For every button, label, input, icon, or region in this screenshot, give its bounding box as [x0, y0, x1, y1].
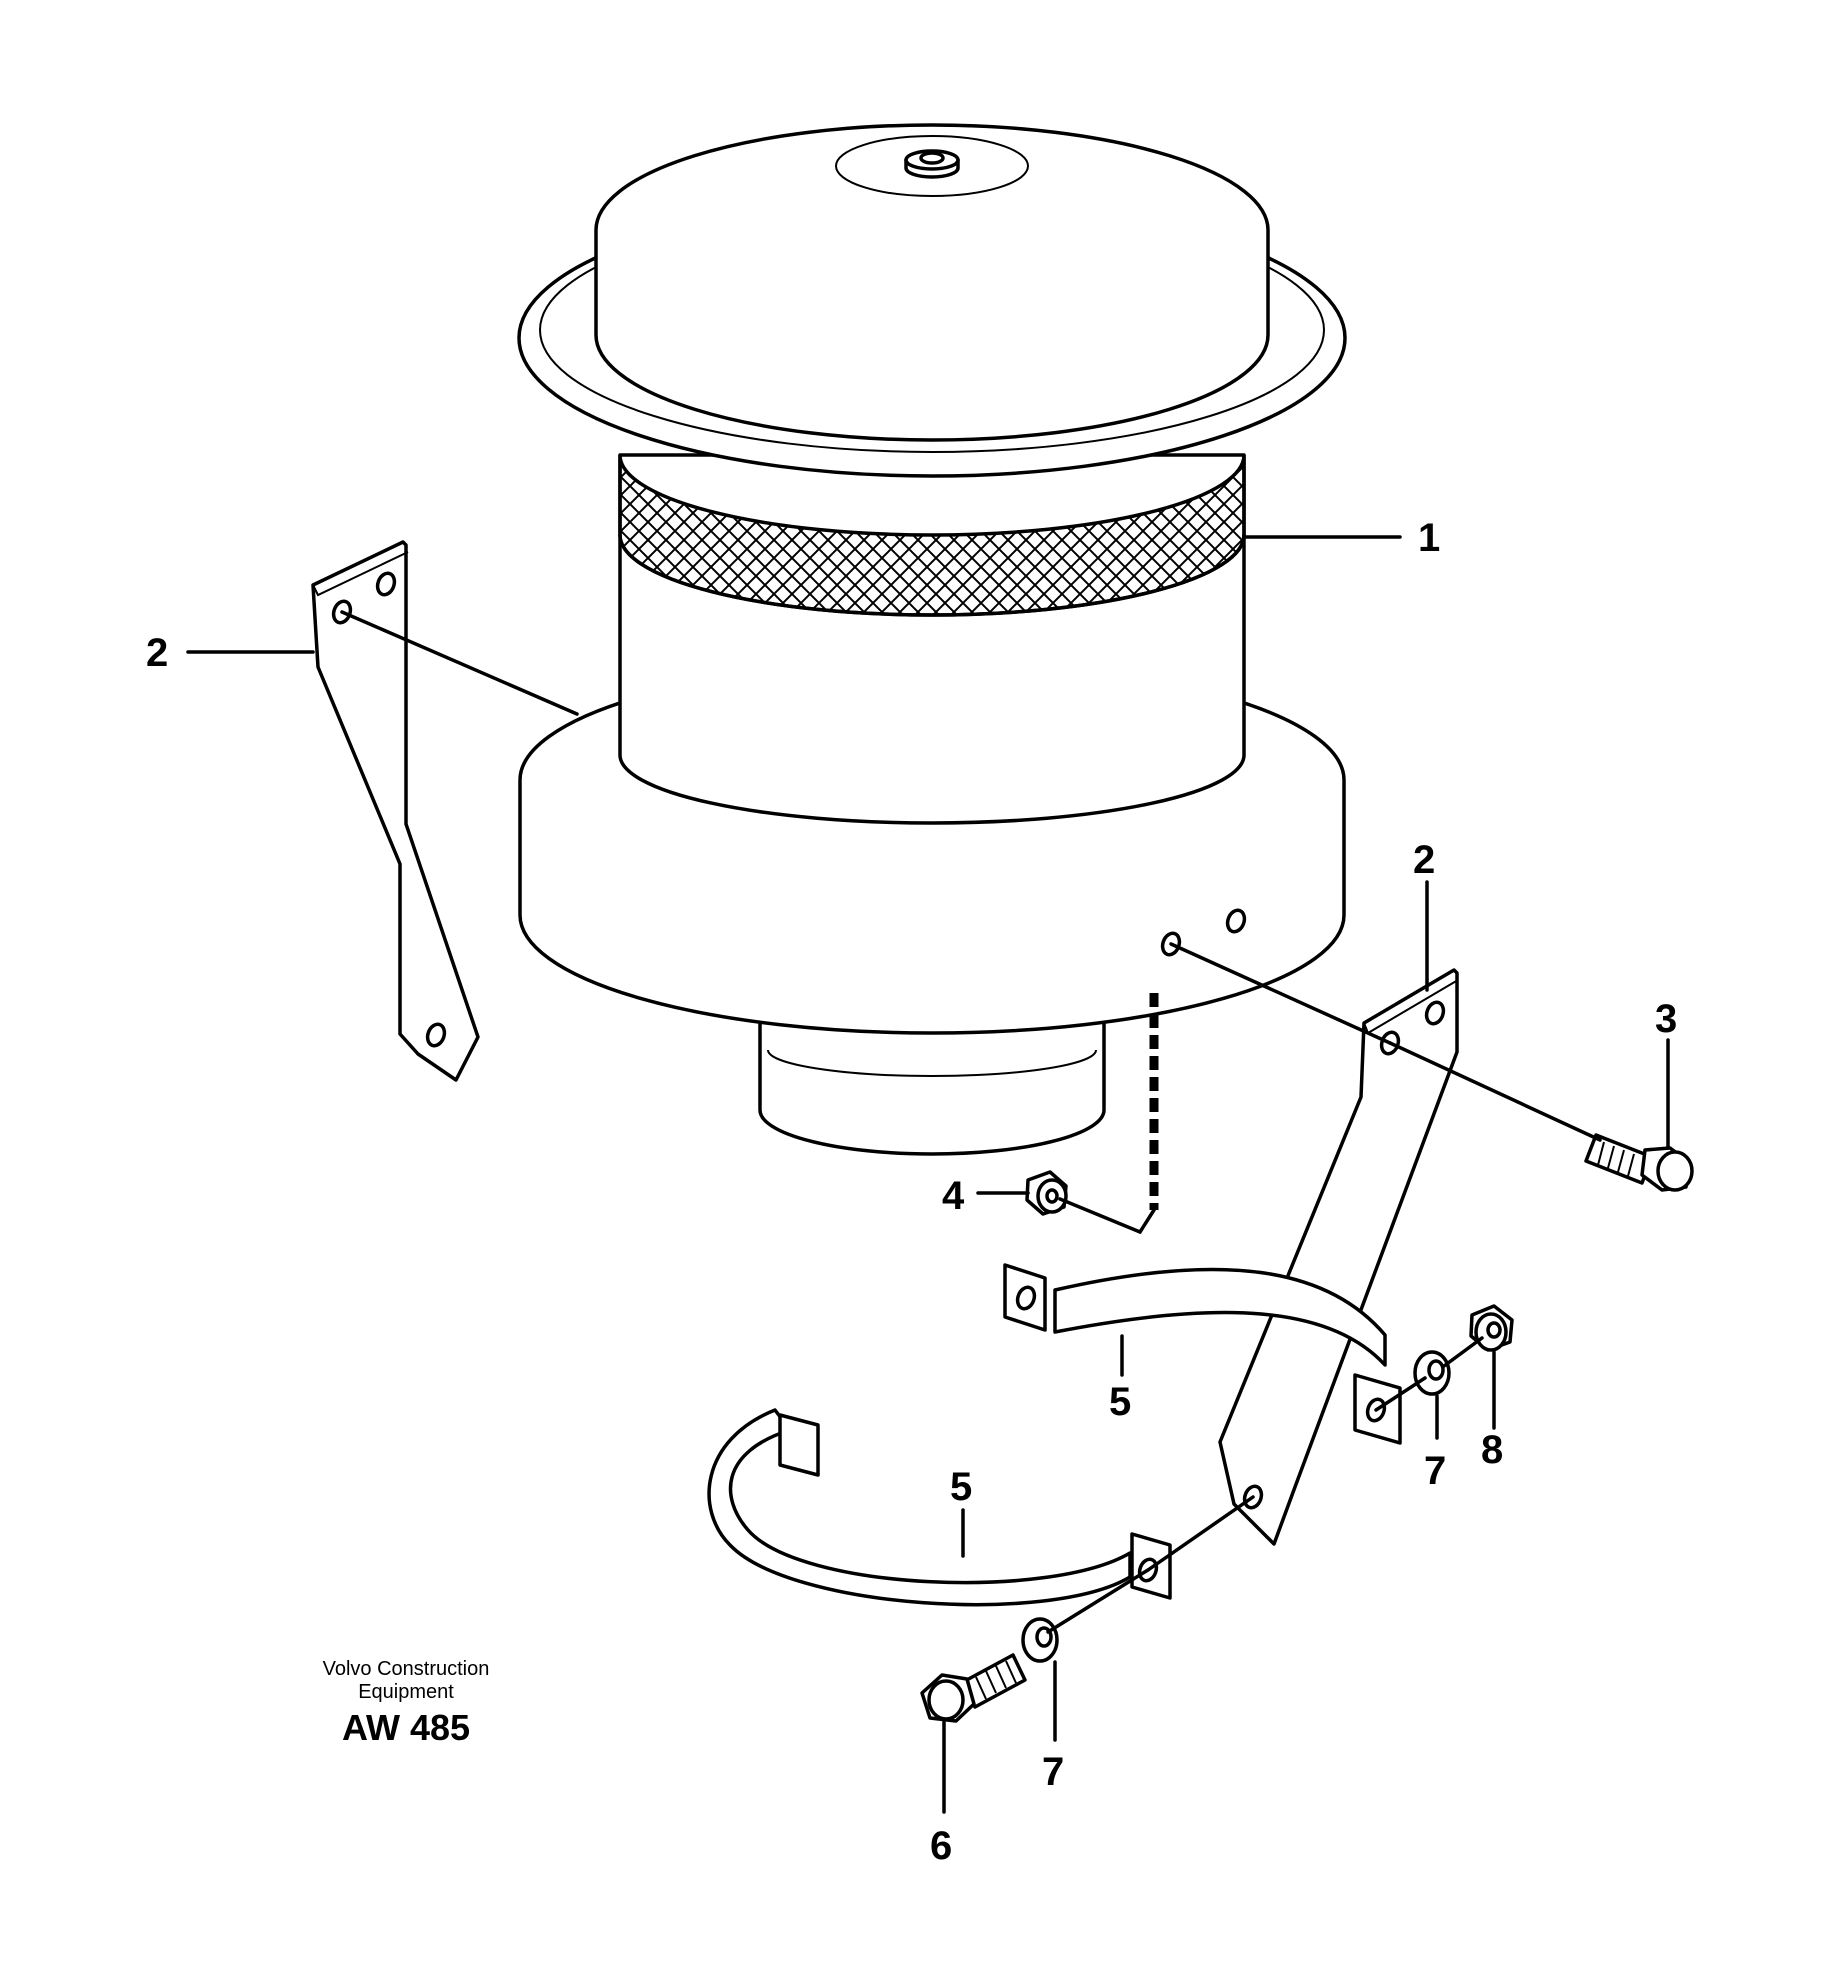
- mesh-screen-band: [618, 454, 1246, 617]
- callout-8: 8: [1481, 1428, 1503, 1472]
- washer-7-right: [1413, 1350, 1451, 1396]
- callout-5-upper: 5: [1109, 1380, 1131, 1424]
- drawing-code: AW 485: [342, 1707, 470, 1748]
- nut-4: [1025, 1170, 1068, 1216]
- brand-line-2: Equipment: [358, 1681, 454, 1703]
- callout-5-lower: 5: [950, 1465, 972, 1509]
- brand-line-1: Volvo Construction: [323, 1658, 490, 1680]
- rain-cap-dome: [594, 123, 1270, 442]
- washer-7-lower: [1021, 1617, 1059, 1663]
- callout-7-right: 7: [1424, 1449, 1446, 1493]
- upper-clamp-band: [1003, 1263, 1402, 1445]
- cap-nut: [904, 149, 960, 179]
- callout-2-right: 2: [1413, 838, 1435, 882]
- right-mounting-bracket: [1218, 968, 1459, 1546]
- air-cleaner-assembly: [517, 123, 1347, 1210]
- assembly-lines: [340, 610, 1602, 1634]
- outlet-pipe: [758, 1018, 1106, 1156]
- callout-6: 6: [930, 1824, 952, 1868]
- left-mounting-bracket: [311, 540, 480, 1082]
- hex-bolt-3: [1584, 1133, 1694, 1192]
- lower-clamp-band: [707, 1408, 1172, 1607]
- housing-hole-2: [1225, 908, 1247, 934]
- callout-2-left: 2: [146, 631, 168, 675]
- callout-4: 4: [942, 1174, 965, 1218]
- body-cylinder: [618, 453, 1246, 825]
- callouts: 1 2 2 3 4 5 5 6 7 7 8: [146, 516, 1677, 1868]
- hex-bolt-6: [920, 1653, 1027, 1723]
- leader-lines: [186, 535, 1670, 1814]
- callout-1: 1: [1418, 516, 1440, 560]
- callout-3: 3: [1655, 997, 1677, 1041]
- nut-8: [1469, 1304, 1514, 1352]
- callout-7-lower: 7: [1042, 1750, 1064, 1794]
- brand-block: Volvo Construction Equipment AW 485: [323, 1658, 490, 1748]
